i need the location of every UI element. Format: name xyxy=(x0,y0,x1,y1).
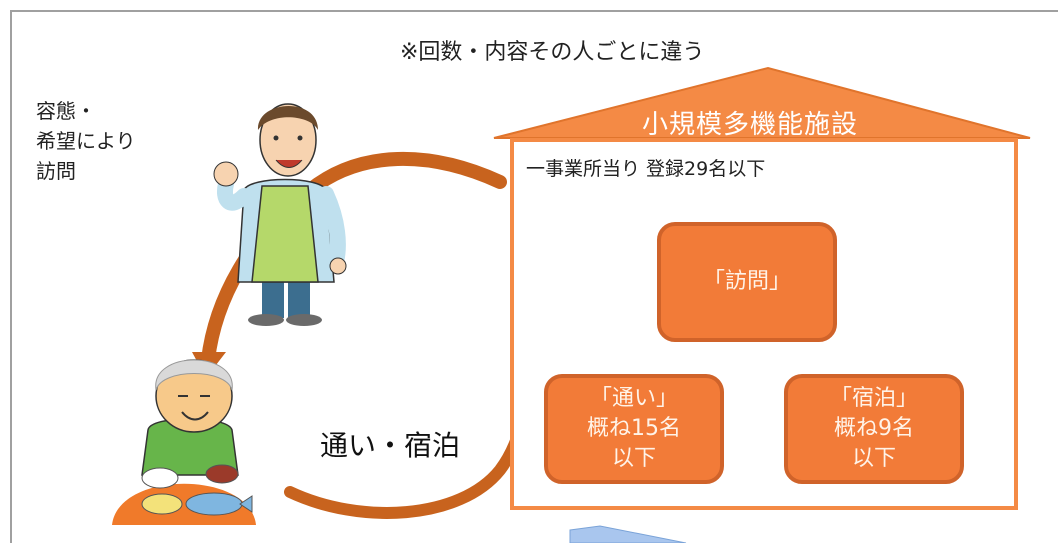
facility-title: 小規模多機能施設 xyxy=(641,110,858,140)
caregiver-icon xyxy=(213,103,347,326)
service-visit-box: 「訪問」 xyxy=(657,222,837,342)
visit-note-line: 訪問 xyxy=(36,159,76,183)
service-day-suffix: 以下 xyxy=(611,446,656,471)
registration-limit: 一事業所当り 登録29名以下 xyxy=(526,158,766,180)
visit-condition-note: 容態・ 希望により 訪問 xyxy=(36,96,176,186)
day-stay-arrow-label: 通い・宿泊 xyxy=(320,429,461,462)
service-visit-label: 「訪問」 xyxy=(702,269,791,294)
visit-note-line: 容態・ xyxy=(36,99,96,123)
service-stay-label: 「宿泊」 xyxy=(829,386,918,411)
diagram-frame xyxy=(10,10,1058,543)
note-text: ※回数・内容その人ごとに違う xyxy=(400,40,705,65)
blue-arrow xyxy=(569,525,687,543)
service-stay-suffix: 以下 xyxy=(851,446,896,471)
elderly-person-eating-icon xyxy=(112,359,256,525)
service-stay-box: 「宿泊」 概ね9名 以下 xyxy=(784,374,964,484)
service-stay-capacity: 概ね9名 xyxy=(834,416,914,441)
service-day-label: 「通い」 xyxy=(589,386,678,411)
service-day-capacity: 概ね15名 xyxy=(587,416,681,441)
service-day-box: 「通い」 概ね15名 以下 xyxy=(544,374,724,484)
visit-note-line: 希望により xyxy=(36,129,136,153)
